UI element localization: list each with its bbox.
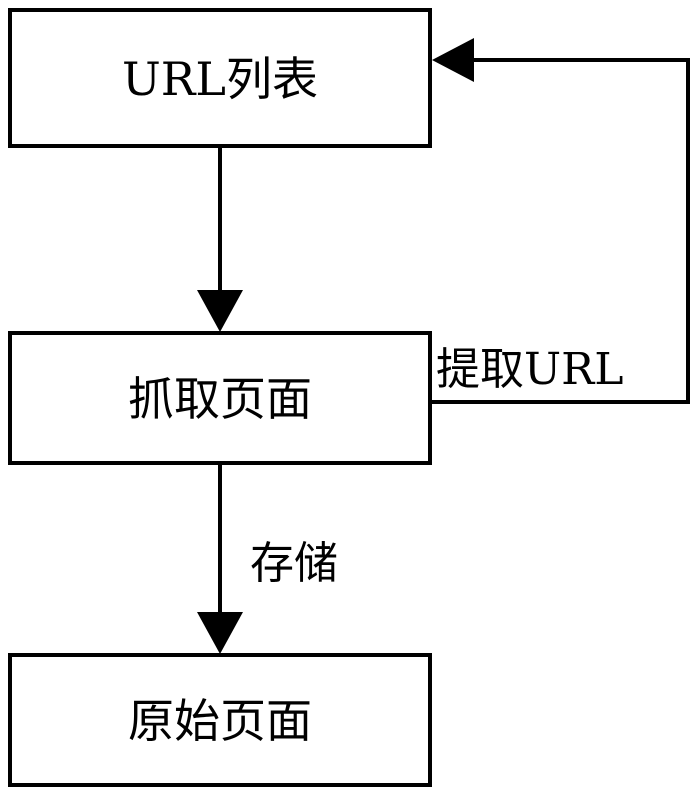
node-fetch-page-label: 抓取页面	[128, 372, 312, 426]
arrowhead-left-icon	[432, 38, 474, 82]
node-fetch-page-box	[8, 331, 432, 465]
edge-fetch-to-raw: 存储	[197, 463, 338, 654]
node-raw-page-label: 原始页面	[128, 694, 312, 748]
arrowhead-down-icon	[197, 290, 243, 332]
arrowhead-down-icon	[197, 612, 243, 654]
node-raw-page: 原始页面	[8, 653, 432, 787]
node-fetch-page: 抓取页面	[8, 331, 432, 465]
edge-url-list-to-fetch	[197, 146, 243, 332]
node-raw-page-box	[8, 653, 432, 787]
edge-feedback-line	[430, 58, 690, 404]
edge-fetch-to-url-list: 提取URL	[430, 38, 690, 404]
node-url-list-box	[8, 8, 432, 148]
node-url-list-label: URL列表	[122, 52, 318, 106]
node-url-list: URL列表	[8, 8, 432, 148]
edge-extract-url-label: 提取URL	[436, 344, 623, 395]
edge-store-label: 存储	[250, 538, 338, 589]
